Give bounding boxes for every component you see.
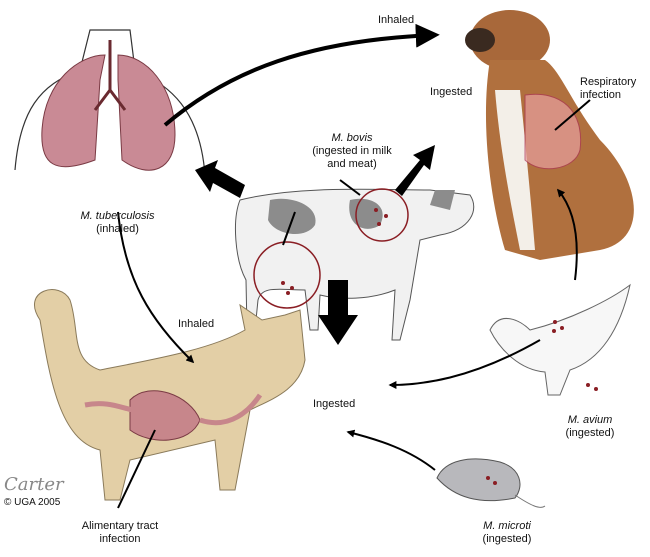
label-m-tuberculosis: M. tuberculosis(inhaled) <box>70 210 165 236</box>
mouse <box>436 458 546 508</box>
label-alimentary-infection: Alimentary tract infection <box>81 520 159 545</box>
cow <box>234 188 475 341</box>
copyright: © UGA 2005 <box>4 497 61 508</box>
m-tuberculosis-note: (inhaled) <box>96 223 139 235</box>
human-lungs <box>14 29 206 176</box>
label-inhaled-top: Inhaled <box>378 14 415 26</box>
thin-arrows <box>117 99 591 509</box>
label-inhaled-cat: Inhaled <box>178 318 215 330</box>
label-respiratory-infection: Respiratory infection <box>580 76 637 101</box>
m-bovis-name: M. bovis <box>331 132 373 144</box>
transmission-arrows <box>163 23 440 127</box>
label-ingested-cat: Ingested <box>313 398 356 410</box>
artist-signature: Carter <box>4 474 64 495</box>
label-m-bovis: M. bovis(ingested in milk and meat) <box>302 132 402 171</box>
m-bovis-note: (ingested in milk and meat) <box>312 145 392 170</box>
m-avium-name: M. avium <box>567 414 613 426</box>
label-m-avium: M. avium(ingested) <box>560 414 620 440</box>
m-microti-note: (ingested) <box>482 533 532 545</box>
block-arrows <box>195 145 435 345</box>
cat <box>33 289 306 501</box>
m-avium-note: (ingested) <box>565 427 615 439</box>
m-tuberculosis-name: M. tuberculosis <box>80 210 155 222</box>
dog <box>465 10 634 260</box>
label-ingested-dog: Ingested <box>430 86 473 98</box>
chicken <box>489 283 631 396</box>
label-m-microti: M. microti(ingested) <box>472 520 542 546</box>
m-microti-name: M. microti <box>483 520 531 532</box>
